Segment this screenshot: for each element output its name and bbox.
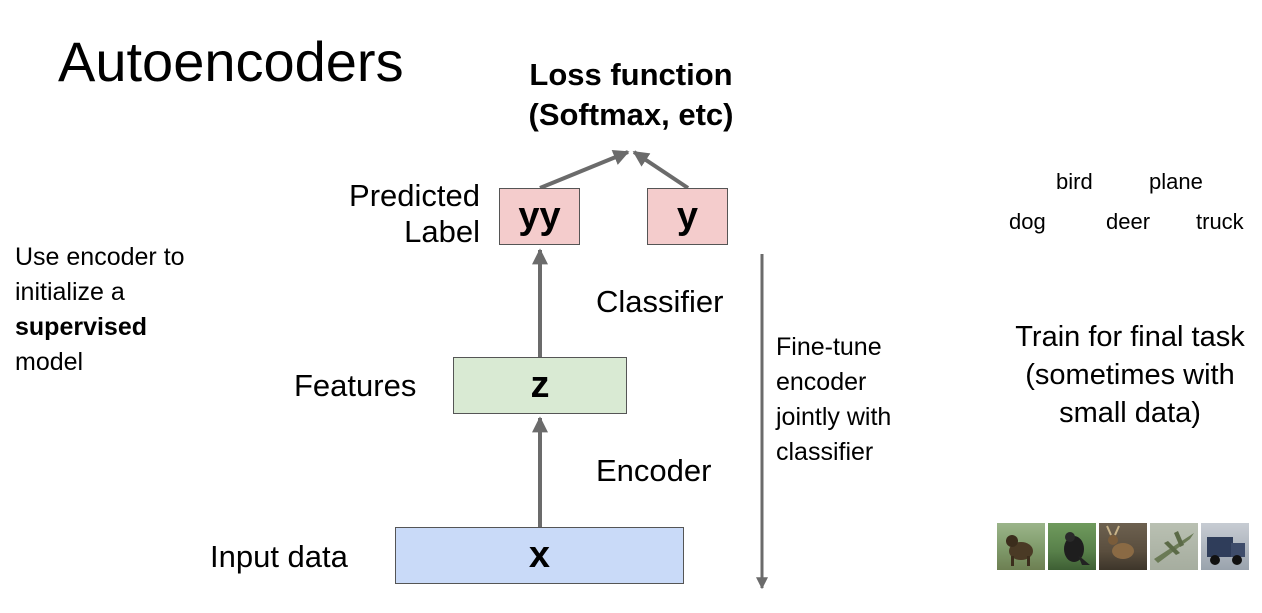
encoder-label: Encoder [596,453,712,488]
note-line-4: model [15,348,84,376]
class-truck: truck [1196,209,1244,234]
finetune-line-1: Fine-tune [776,333,882,361]
features-label: Features [294,368,417,403]
finetune-line-2: encoder [776,368,867,396]
truck-image-icon [1207,537,1245,565]
deer-thumbnail [1099,523,1147,570]
bird-image-icon [1064,532,1090,565]
slide-title: Autoencoders [58,30,404,93]
arrow-y-to-loss [632,150,690,190]
train-line-3: small data) [1059,397,1201,429]
dog-image-icon [1006,535,1033,566]
train-line-2: (sometimes with [1025,359,1235,391]
loss-line-2: (Softmax, etc) [528,97,734,132]
class-bird: bird [1056,169,1093,194]
finetune-note: Fine-tune encoder jointly with classifie… [776,330,946,470]
loss-function-label: Loss function (Softmax, etc) [500,55,762,135]
classifier-label: Classifier [596,284,724,319]
input-data-box: x [395,527,684,584]
plane-thumbnail [1150,523,1198,570]
truck-thumbnail [1201,523,1249,570]
sample-images-strip [997,523,1252,570]
finetune-line-4: classifier [776,438,874,466]
true-label-box: y [647,188,728,245]
input-data-label: Input data [210,539,348,574]
train-final-task-note: Train for final task (sometimes with sma… [995,318,1262,432]
class-deer: deer [1106,209,1151,234]
bird-thumbnail [1048,523,1096,570]
note-line-1: Use encoder to [15,243,185,271]
note-bold-supervised: supervised [15,313,148,341]
train-line-1: Train for final task [1015,321,1245,353]
dog-thumbnail [997,523,1045,570]
predicted-line-2: Label [404,214,480,249]
predicted-line-1: Predicted [349,178,480,213]
loss-line-1: Loss function [529,57,733,92]
plane-image-icon [1154,531,1194,563]
encoder-init-note: Use encoder to initialize a supervised m… [15,240,235,380]
features-box: z [453,357,627,414]
deer-image-icon [1106,525,1134,559]
predicted-label-box: yy [499,188,580,245]
finetune-line-3: jointly with [776,403,892,431]
predicted-label-text: Predicted Label [300,178,480,250]
arrow-yy-to-loss [539,150,630,190]
class-dog: dog [1009,209,1046,234]
note-line-2: initialize a [15,278,125,306]
class-plane: plane [1149,169,1203,194]
